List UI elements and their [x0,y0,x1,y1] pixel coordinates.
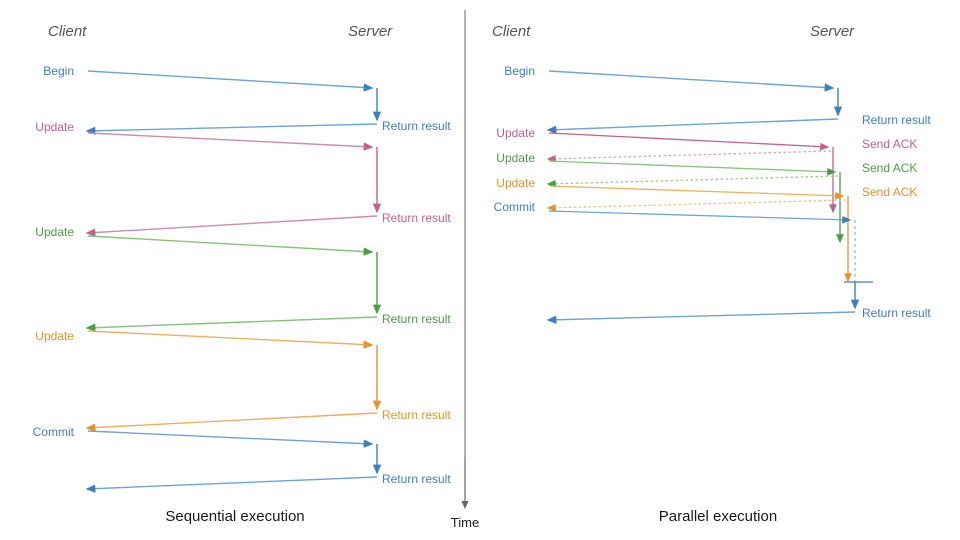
par-arrow-update2-request [548,160,837,176]
seq-arrow-update2-request [87,235,374,256]
seq-arrow-commit-request [87,430,374,448]
seq-arrow-update3-request [87,330,374,349]
time-axis-arrowhead [461,501,469,509]
par-arrow-commit-request [548,210,852,224]
seq-arrow-update1-return [85,215,378,237]
par-label-update1-ack: Send ACK [862,137,917,151]
par-label-update1: Update [496,126,535,140]
sequential-server-header: Server [348,23,393,40]
par-label-begin-return: Return result [862,113,931,127]
seq-arrow-update2-return [85,316,378,332]
par-arrow-begin-return [546,118,839,134]
par-arrow-commit-return [546,311,856,324]
seq-label-commit: Commit [33,425,75,439]
par-arrow-update3-request [548,185,845,200]
sequential-client-header: Client [48,23,87,40]
seq-arrow-begin-request [87,70,374,92]
seq-label-commit-return: Return result [382,472,451,486]
seq-arrow-commit-return [85,476,378,493]
sequential-panel: Begin Update Update Update Commit Return… [33,64,452,525]
par-label-update3: Update [496,176,535,190]
seq-label-update3: Update [35,329,74,343]
seq-label-update3-return: Return result [382,408,451,422]
seq-arrow-update3-return [85,412,378,432]
par-label-update2-ack: Send ACK [862,161,917,175]
par-arrow-update3-ack [546,199,847,212]
seq-arrow-update1-request [87,132,374,151]
par-label-begin: Begin [504,64,535,78]
seq-arrow-begin-return [85,123,378,135]
time-axis-label: Time [451,515,479,530]
par-arrow-update2-ack [546,175,839,188]
par-arrow-update1-ack [546,150,832,163]
seq-label-update2-return: Return result [382,312,451,326]
sequential-caption: Sequential execution [165,508,304,525]
par-label-update3-ack: Send ACK [862,185,917,199]
par-label-commit: Commit [494,200,536,214]
par-arrow-begin-request [548,70,835,92]
par-arrow-update1-request [548,132,830,151]
par-label-commit-return: Return result [862,306,931,320]
seq-label-update2: Update [35,225,74,239]
seq-label-begin-return: Return result [382,119,451,133]
seq-label-update1-return: Return result [382,211,451,225]
seq-label-update1: Update [35,120,74,134]
seq-label-begin: Begin [43,64,74,78]
parallel-caption: Parallel execution [659,508,777,525]
parallel-server-header: Server [810,23,855,40]
parallel-panel: Begin Update Update Update Commit Return… [494,64,932,525]
par-label-update2: Update [496,151,535,165]
parallel-client-header: Client [492,23,531,40]
